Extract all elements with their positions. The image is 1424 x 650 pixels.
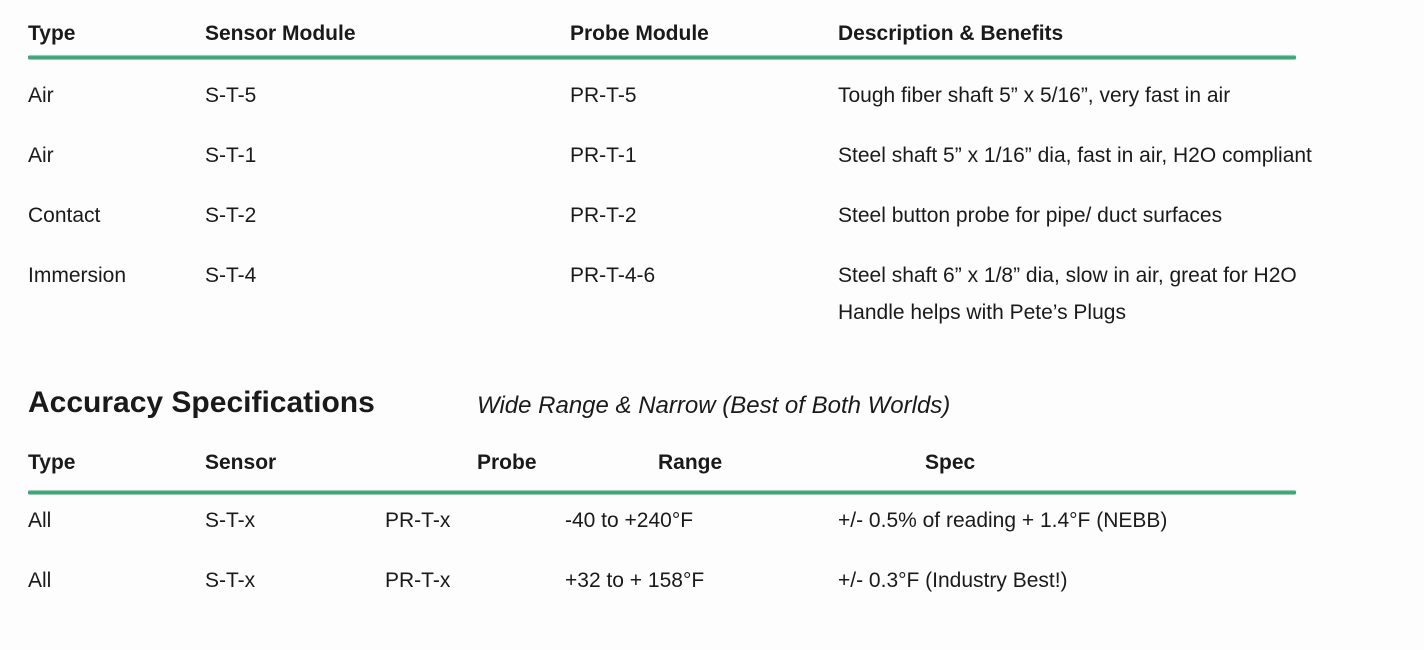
cell-sensor: S-T-5: [205, 84, 257, 107]
column-header-probe-module: Probe Module: [570, 22, 709, 45]
column-header-description-benefits: Description & Benefits: [838, 22, 1064, 45]
column-header-type: Type: [28, 451, 76, 474]
cell-type: All: [28, 569, 52, 592]
cell-sensor: S-T-1: [205, 144, 257, 167]
cell-type: Contact: [28, 204, 101, 227]
cell-description-line2: Handle helps with Pete’s Plugs: [838, 301, 1126, 324]
cell-range: -40 to +240°F: [565, 509, 694, 532]
cell-type: All: [28, 509, 52, 532]
cell-probe: PR-T-2: [570, 204, 637, 227]
column-header-range: Range: [658, 451, 723, 474]
cell-description: Steel button probe for pipe/ duct surfac…: [838, 204, 1223, 227]
cell-type: Air: [28, 84, 54, 107]
column-header-sensor: Sensor: [205, 451, 277, 474]
cell-sensor: S-T-4: [205, 264, 257, 287]
header-divider-rule: [28, 55, 1296, 60]
cell-spec: +/- 0.3°F (Industry Best!): [838, 569, 1068, 592]
cell-sensor: S-T-x: [205, 569, 256, 592]
cell-description: Tough fiber shaft 5” x 5/16”, very fast …: [838, 84, 1231, 107]
cell-probe: PR-T-4-6: [570, 264, 656, 287]
column-header-type: Type: [28, 22, 76, 45]
column-header-spec: Spec: [925, 451, 976, 474]
cell-description: Steel shaft 6” x 1/8” dia, slow in air, …: [838, 264, 1297, 287]
cell-type: Immersion: [28, 264, 127, 287]
header-divider-rule: [28, 490, 1296, 495]
cell-description: Steel shaft 5” x 1/16” dia, fast in air,…: [838, 144, 1312, 167]
cell-range: +32 to + 158°F: [565, 569, 705, 592]
cell-probe: PR-T-x: [385, 509, 451, 532]
cell-probe: PR-T-1: [570, 144, 637, 167]
cell-sensor: S-T-x: [205, 509, 256, 532]
section-subtitle: Wide Range & Narrow (Best of Both Worlds…: [477, 392, 951, 419]
section-title-accuracy-specifications: Accuracy Specifications: [28, 386, 375, 419]
cell-spec: +/- 0.5% of reading + 1.4°F (NEBB): [838, 509, 1168, 532]
cell-probe: PR-T-5: [570, 84, 637, 107]
cell-sensor: S-T-2: [205, 204, 257, 227]
cell-probe: PR-T-x: [385, 569, 451, 592]
column-header-probe: Probe: [477, 451, 537, 474]
cell-type: Air: [28, 144, 54, 167]
column-header-sensor-module: Sensor Module: [205, 22, 356, 45]
